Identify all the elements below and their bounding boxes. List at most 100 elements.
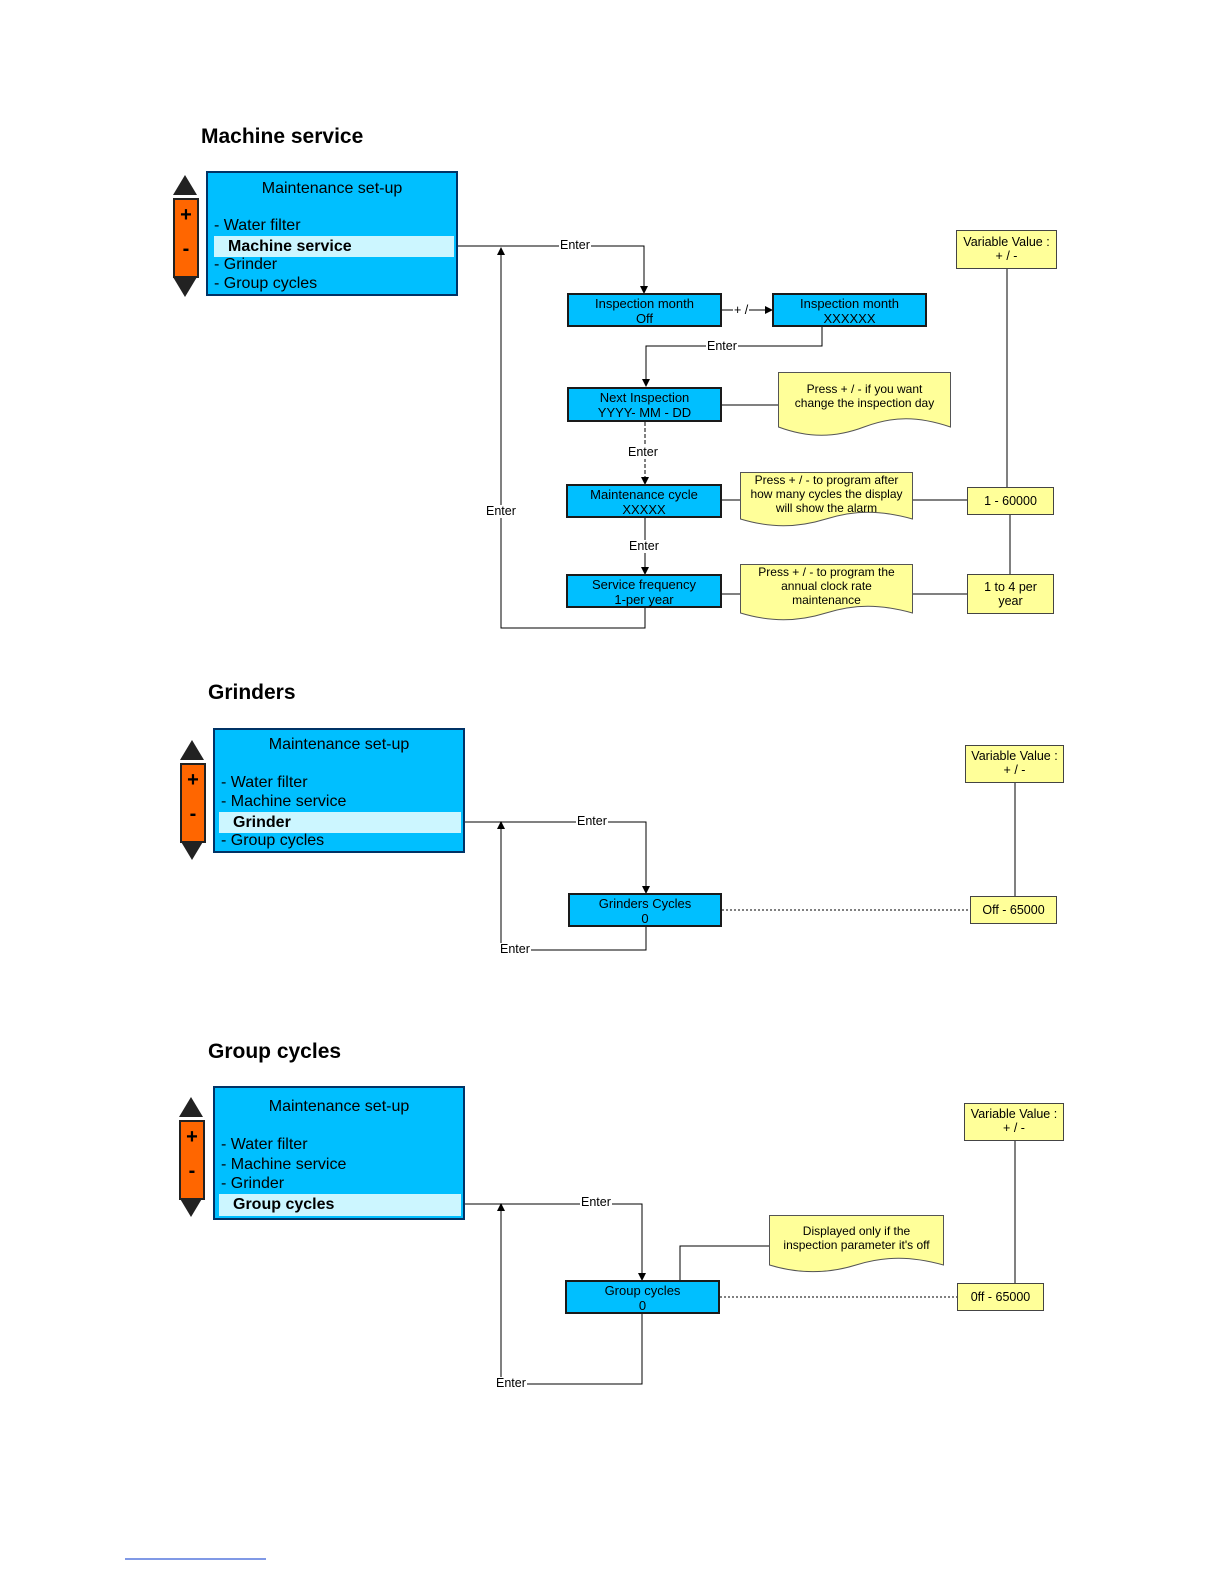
box-line: Off (635, 311, 654, 326)
menu-item-group-cycles[interactable]: - Group cycles (214, 275, 318, 292)
box-line: Service frequency (591, 577, 697, 592)
note-line: maintenance (792, 593, 861, 607)
minus-button[interactable]: - (182, 238, 190, 260)
enter-label: Enter (485, 504, 517, 518)
enter-label: Enter (706, 339, 738, 353)
box-line: 0 (641, 911, 649, 926)
box-line: XXXXX (622, 502, 666, 517)
menu-item-group-cycles[interactable]: - Group cycles (221, 832, 325, 849)
plus-minus-control: + - (177, 1095, 205, 1219)
box-line: Group cycles (604, 1283, 681, 1298)
menu-item-water-filter[interactable]: - Water filter (214, 217, 301, 234)
plus-button[interactable]: + (186, 1126, 198, 1148)
note-line: how many cycles the display (750, 487, 903, 501)
menu-item-grinder[interactable]: - Grinder (214, 256, 278, 273)
cycles-range-box: 1 - 60000 (967, 487, 1054, 515)
menu-item-water-filter[interactable]: - Water filter (221, 1136, 308, 1153)
ybox-line: year (998, 594, 1023, 608)
plus-button[interactable]: + (187, 769, 199, 791)
menu-item-grinder[interactable]: - Grinder (221, 1175, 285, 1192)
menu-item-machine-service[interactable]: - Machine service (221, 1156, 347, 1173)
frequency-range-box: 1 to 4 per year (967, 574, 1054, 614)
grinders-cycles-box: Grinders Cycles 0 (568, 893, 722, 927)
box-line: YYYY- MM - DD (597, 405, 692, 420)
up-arrow-icon[interactable] (180, 740, 204, 760)
box-line: 0 (638, 1298, 647, 1313)
maintenance-setup-menu: Maintenance set-up - Water filter - Mach… (213, 728, 465, 853)
next-inspection-box: Next Inspection YYYY- MM - DD (567, 387, 722, 422)
ybox-line: Variable Value : (963, 235, 1050, 249)
minus-button[interactable]: - (188, 1160, 196, 1182)
next-inspection-note: Press + / - if you want change the inspe… (778, 382, 951, 410)
ybox-line: Variable Value : (971, 749, 1058, 763)
note-shape (778, 372, 951, 436)
ybox-line: + / - (1003, 763, 1026, 777)
maintenance-setup-menu: Maintenance set-up - Water filter Machin… (206, 171, 458, 296)
note-line: Press + / - if you want (806, 382, 923, 396)
note-line: Press + / - to program the (758, 565, 895, 579)
grinder-range-box: Off - 65000 (970, 896, 1057, 924)
down-arrow-icon[interactable] (173, 277, 197, 297)
menu-item-water-filter[interactable]: - Water filter (221, 774, 308, 791)
variable-value-box: Variable Value : + / - (956, 230, 1057, 269)
plus-minus-buttons: + - (179, 1120, 205, 1200)
enter-label: Enter (499, 942, 531, 956)
note-line: inspection parameter it's off (783, 1238, 930, 1252)
box-line: Grinders Cycles (598, 896, 692, 911)
note-line: will show the alarm (775, 501, 878, 515)
menu-title: Maintenance set-up (261, 180, 403, 197)
box-line: Inspection month (799, 296, 899, 311)
service-frequency-note: Press + / - to program the annual clock … (740, 565, 913, 607)
note-shape (740, 472, 913, 527)
note-shape (769, 1215, 944, 1273)
note-line: annual clock rate (781, 579, 872, 593)
enter-label: Enter (628, 539, 660, 553)
plus-minus-control: + - (178, 738, 206, 862)
display-condition-note: Displayed only if the inspection paramet… (769, 1224, 944, 1252)
group-cycles-box: Group cycles 0 (565, 1280, 720, 1314)
section-title-machine-service: Machine service (201, 125, 364, 148)
box-line: XXXXXX (823, 311, 876, 326)
enter-label: Enter (495, 1376, 527, 1390)
plus-minus-buttons: + - (173, 198, 199, 278)
up-arrow-icon[interactable] (179, 1097, 203, 1117)
plus-minus-label: + / (733, 303, 750, 317)
enter-label: Enter (576, 814, 608, 828)
box-line: 1-per year (614, 592, 674, 607)
enter-label: Enter (627, 445, 659, 459)
note-line: Press + / - to program after (754, 473, 899, 487)
menu-title: Maintenance set-up (268, 736, 410, 753)
enter-label: Enter (580, 1195, 612, 1209)
variable-value-box: Variable Value : + / - (964, 1103, 1064, 1141)
ybox-line: + / - (995, 249, 1018, 263)
inspection-month-off-box: Inspection month Off (567, 293, 722, 327)
group-range-box: 0ff - 65000 (957, 1283, 1044, 1311)
note-line: change the inspection day (794, 396, 935, 410)
minus-button[interactable]: - (189, 803, 197, 825)
ybox-line: Variable Value : (970, 1107, 1058, 1121)
plus-button[interactable]: + (180, 204, 192, 226)
menu-item-machine-service-selected[interactable]: Machine service (214, 236, 454, 257)
menu-item-grinder-selected[interactable]: Grinder (219, 812, 461, 833)
box-line: Inspection month (594, 296, 694, 311)
box-line: Next Inspection (599, 390, 690, 405)
up-arrow-icon[interactable] (173, 175, 197, 195)
maintenance-cycle-note: Press + / - to program after how many cy… (740, 473, 913, 515)
note-shape (740, 564, 913, 621)
down-arrow-icon[interactable] (180, 840, 204, 860)
menu-item-group-cycles-selected[interactable]: Group cycles (219, 1194, 461, 1216)
section-title-group-cycles: Group cycles (208, 1040, 342, 1063)
note-line: Displayed only if the (802, 1224, 911, 1238)
maintenance-setup-menu: Maintenance set-up - Water filter - Mach… (213, 1086, 465, 1220)
box-line: Maintenance cycle (590, 487, 698, 502)
down-arrow-icon[interactable] (179, 1197, 203, 1217)
section-title-grinders: Grinders (208, 681, 296, 704)
service-frequency-box: Service frequency 1-per year (566, 574, 722, 608)
plus-minus-control: + - (171, 173, 199, 299)
menu-item-machine-service[interactable]: - Machine service (221, 793, 347, 810)
inspection-month-value-box: Inspection month XXXXXX (772, 293, 927, 327)
plus-minus-buttons: + - (180, 763, 206, 843)
enter-label: Enter (559, 238, 591, 252)
variable-value-box: Variable Value : + / - (965, 745, 1064, 783)
